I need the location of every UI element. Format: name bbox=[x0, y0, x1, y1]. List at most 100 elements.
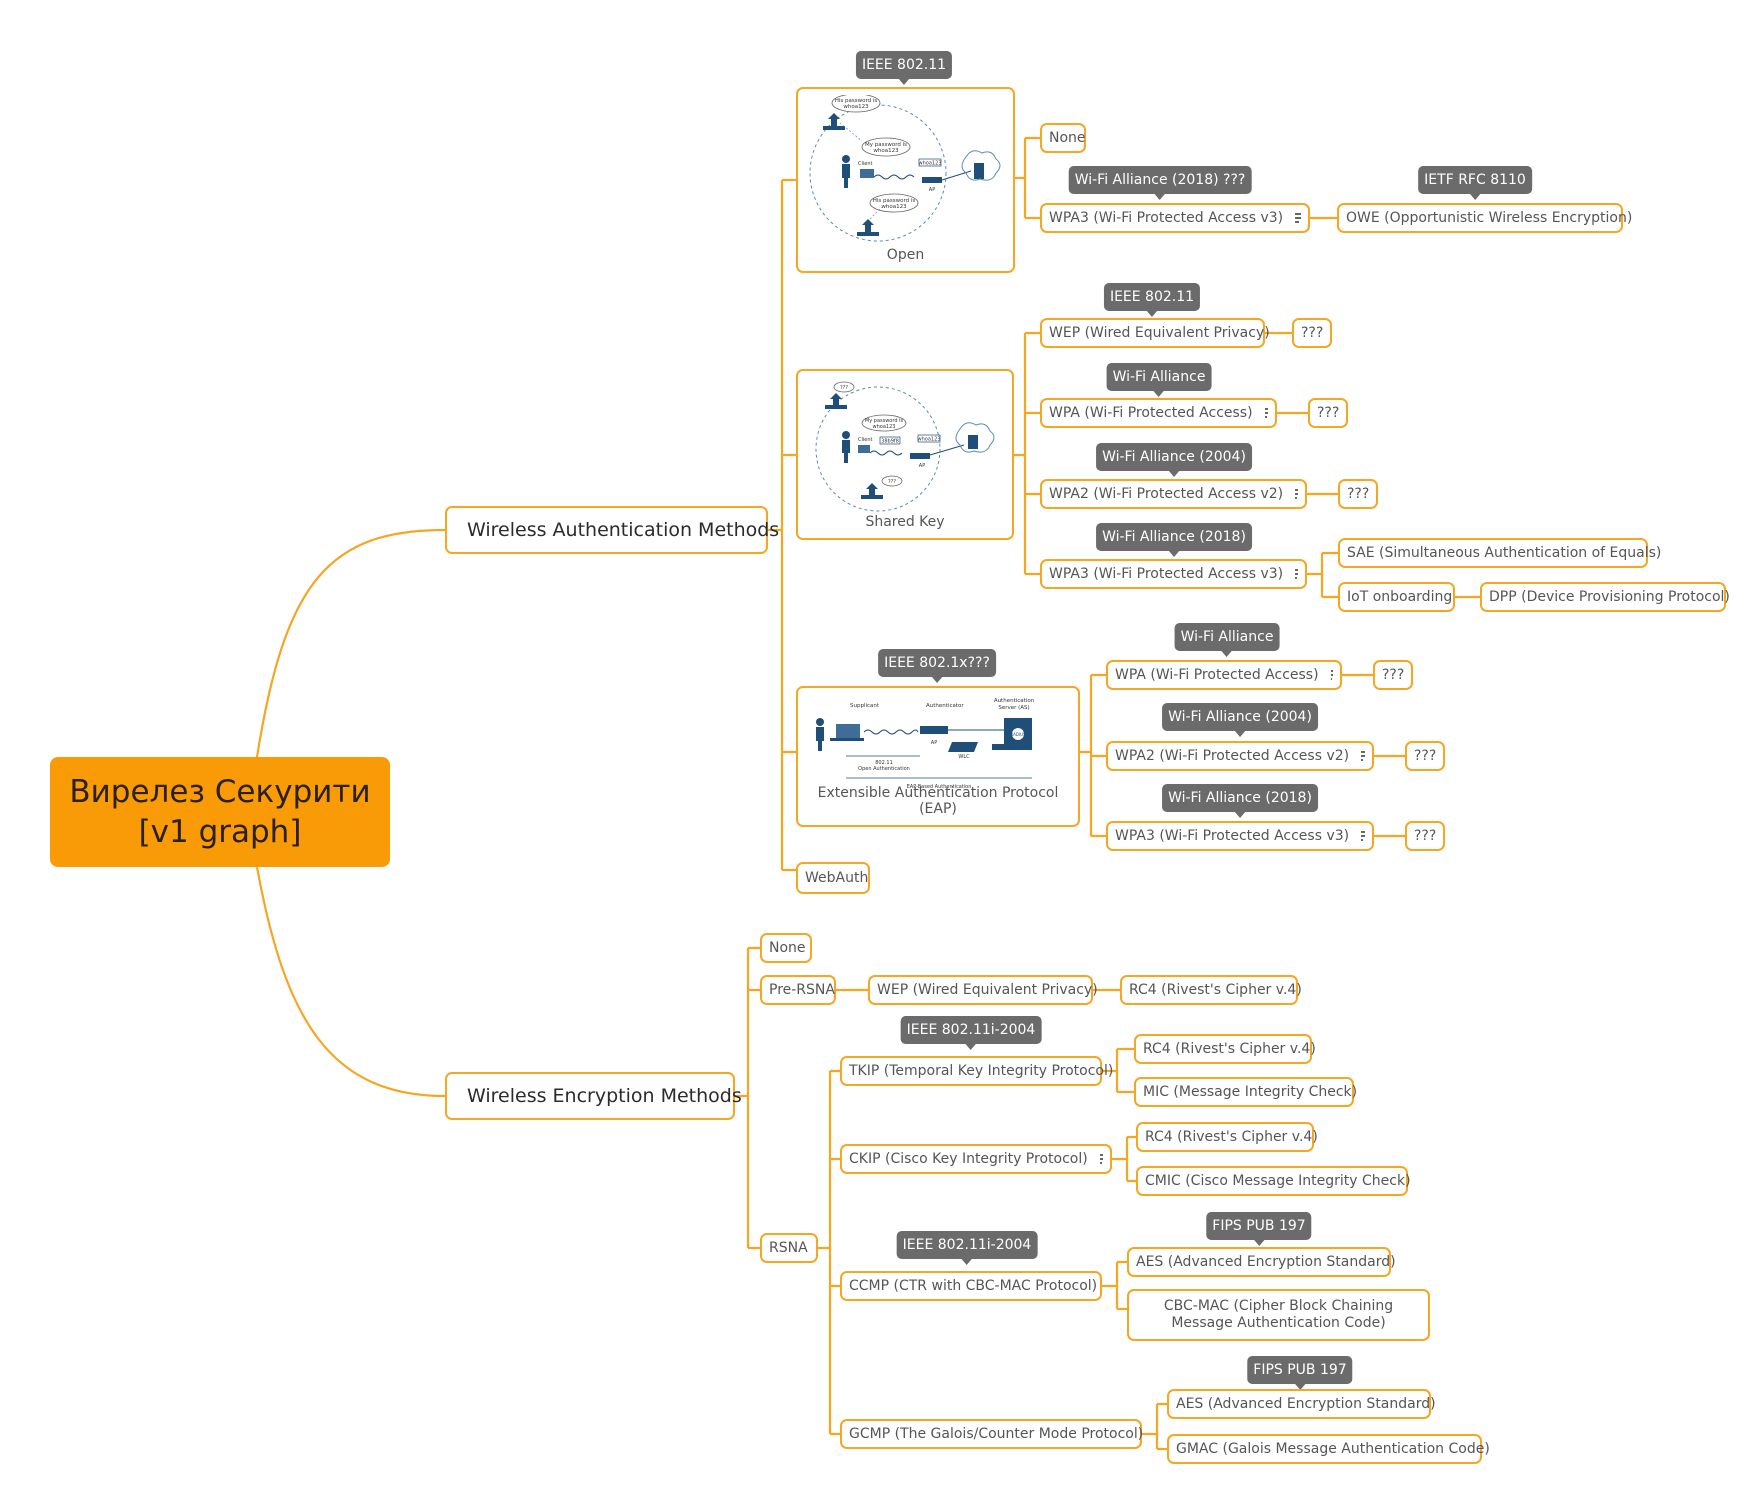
enc-ckip-cmic[interactable]: CMIC (Cisco Message Integrity Check) bbox=[1136, 1166, 1411, 1196]
tag-ccmp: IEEE 802.11i-2004 bbox=[896, 1231, 1038, 1265]
shared-wep-child[interactable]: ??? bbox=[1292, 318, 1332, 348]
node-label: IoT onboarding bbox=[1347, 588, 1453, 605]
root-subtitle: [v1 graph] bbox=[138, 814, 302, 850]
shared-caption: Shared Key bbox=[865, 514, 945, 530]
enc-gcmp-aes[interactable]: AES (Advanced Encryption Standard) bbox=[1167, 1389, 1436, 1419]
node-label: None bbox=[769, 939, 806, 956]
eap-wpa2-child[interactable]: ??? bbox=[1405, 741, 1445, 771]
branch-authentication[interactable]: Wireless Authentication Methods bbox=[445, 506, 779, 554]
open-none[interactable]: None bbox=[1040, 123, 1086, 153]
node-eap[interactable]: Supplicant Authenticator Authentication … bbox=[796, 686, 1080, 827]
node-label: ??? bbox=[1414, 827, 1437, 844]
open-owe[interactable]: OWE (Opportunistic Wireless Encryption) bbox=[1337, 203, 1632, 233]
eap-wpa[interactable]: WPA (Wi-Fi Protected Access) bbox=[1106, 660, 1342, 690]
enc-pre-rsna[interactable]: Pre-RSNA bbox=[760, 975, 836, 1005]
open-img-pw3: His password is bbox=[873, 198, 916, 204]
node-label: AES (Advanced Encryption Standard) bbox=[1136, 1253, 1396, 1270]
node-label: WPA3 (Wi-Fi Protected Access v3) bbox=[1115, 827, 1350, 844]
enc-tkip-mic[interactable]: MIC (Message Integrity Check) bbox=[1134, 1077, 1357, 1107]
node-label: Pre-RSNA bbox=[769, 981, 835, 998]
node-label: WPA (Wi-Fi Protected Access) bbox=[1115, 666, 1319, 683]
tag-shared-wpa3: Wi-Fi Alliance (2018) bbox=[1096, 523, 1252, 557]
shared-wep[interactable]: WEP (Wired Equivalent Privacy) bbox=[1040, 318, 1270, 348]
node-label: ??? bbox=[1414, 747, 1437, 764]
open-img-pw1: His password is bbox=[835, 98, 878, 104]
shared-key-illustration: ??? My password is whoa123 ??? Client 38… bbox=[815, 381, 995, 512]
tag-shared-wpa: Wi-Fi Alliance bbox=[1106, 363, 1212, 397]
shared-sae[interactable]: SAE (Simultaneous Authentication of Equa… bbox=[1338, 538, 1661, 568]
node-webauth[interactable]: WebAuth bbox=[796, 862, 870, 894]
eap-img-as: Authentication bbox=[994, 698, 1035, 704]
open-img-pw2b: whoa123 bbox=[873, 148, 899, 154]
enc-ckip[interactable]: CKIP (Cisco Key Integrity Protocol) bbox=[840, 1144, 1112, 1174]
shared-iot[interactable]: IoT onboarding bbox=[1338, 582, 1455, 612]
notes-icon[interactable] bbox=[1361, 749, 1365, 763]
notes-icon[interactable] bbox=[1361, 829, 1365, 843]
node-label: WPA3 (Wi-Fi Protected Access v3) bbox=[1049, 209, 1284, 226]
node-label: ??? bbox=[1382, 666, 1405, 683]
node-label: WPA2 (Wi-Fi Protected Access v2) bbox=[1049, 485, 1284, 502]
shared-img-q2: ??? bbox=[888, 479, 896, 485]
shared-img-pw: My password is bbox=[865, 418, 904, 424]
tag-eap: IEEE 802.1x??? bbox=[878, 649, 996, 683]
open-caption: Open bbox=[886, 247, 925, 263]
eap-wpa3[interactable]: WPA3 (Wi-Fi Protected Access v3) bbox=[1106, 821, 1374, 851]
eap-wpa-child[interactable]: ??? bbox=[1373, 660, 1413, 690]
enc-ccmp[interactable]: CCMP (CTR with CBC-MAC Protocol) bbox=[840, 1271, 1102, 1301]
enc-pre-rsna-wep[interactable]: WEP (Wired Equivalent Privacy) bbox=[868, 975, 1098, 1005]
node-label: WEP (Wired Equivalent Privacy) bbox=[1049, 324, 1270, 341]
notes-icon[interactable] bbox=[1295, 211, 1301, 225]
node-label: ??? bbox=[1317, 404, 1340, 421]
root-topic[interactable]: Вирелез Секурити [v1 graph] bbox=[50, 757, 390, 867]
notes-icon[interactable] bbox=[1099, 1152, 1103, 1166]
node-label: GCMP (The Galois/Counter Mode Protocol) bbox=[849, 1425, 1144, 1442]
node-open[interactable]: His password is whoa123 My password is w… bbox=[796, 87, 1015, 273]
shared-img-enc: 38b9f8 bbox=[881, 439, 899, 445]
shared-wpa-child[interactable]: ??? bbox=[1308, 398, 1348, 428]
shared-img-q1: ??? bbox=[840, 385, 848, 391]
node-label: WebAuth bbox=[805, 869, 869, 886]
enc-pre-rsna-rc4[interactable]: RC4 (Rivest's Cipher v.4) bbox=[1120, 975, 1302, 1005]
node-label: AES (Advanced Encryption Standard) bbox=[1176, 1395, 1436, 1412]
shared-wpa3[interactable]: WPA3 (Wi-Fi Protected Access v3) bbox=[1040, 559, 1307, 589]
node-label: GMAC (Galois Message Authentication Code… bbox=[1176, 1440, 1490, 1457]
eap-caption: Extensible Authentication Protocol (EAP) bbox=[817, 785, 1059, 817]
node-label: WPA (Wi-Fi Protected Access) bbox=[1049, 404, 1253, 421]
shared-img-pwb: whoa123 bbox=[873, 424, 896, 430]
node-label: TKIP (Temporal Key Integrity Protocol) bbox=[849, 1062, 1114, 1079]
eap-img-r2: Open Authentication bbox=[858, 766, 910, 772]
tag-ccmp-aes: FIPS PUB 197 bbox=[1206, 1212, 1312, 1246]
node-label: CCMP (CTR with CBC-MAC Protocol) bbox=[849, 1277, 1098, 1294]
eap-wpa2[interactable]: WPA2 (Wi-Fi Protected Access v2) bbox=[1106, 741, 1374, 771]
enc-tkip[interactable]: TKIP (Temporal Key Integrity Protocol) bbox=[840, 1056, 1113, 1086]
enc-gcmp[interactable]: GCMP (The Galois/Counter Mode Protocol) bbox=[840, 1419, 1144, 1449]
notes-icon[interactable] bbox=[1264, 406, 1268, 420]
node-label: RC4 (Rivest's Cipher v.4) bbox=[1129, 981, 1302, 998]
node-label: CKIP (Cisco Key Integrity Protocol) bbox=[849, 1150, 1088, 1167]
enc-rsna[interactable]: RSNA bbox=[760, 1233, 818, 1263]
enc-none[interactable]: None bbox=[760, 933, 812, 963]
shared-dpp[interactable]: DPP (Device Provisioning Protocol) bbox=[1480, 582, 1730, 612]
shared-wpa[interactable]: WPA (Wi-Fi Protected Access) bbox=[1040, 398, 1277, 428]
enc-ckip-rc4[interactable]: RC4 (Rivest's Cipher v.4) bbox=[1136, 1122, 1318, 1152]
shared-wpa2-child[interactable]: ??? bbox=[1338, 479, 1378, 509]
shared-img-ssid: whoa123 bbox=[918, 437, 941, 443]
eap-wpa3-child[interactable]: ??? bbox=[1405, 821, 1445, 851]
eap-img-as2: Server (AS) bbox=[998, 705, 1029, 711]
open-wpa3[interactable]: WPA3 (Wi-Fi Protected Access v3) bbox=[1040, 203, 1310, 233]
branch-encryption[interactable]: Wireless Encryption Methods bbox=[445, 1072, 742, 1120]
shared-wpa2[interactable]: WPA2 (Wi-Fi Protected Access v2) bbox=[1040, 479, 1307, 509]
enc-gcmp-gmac[interactable]: GMAC (Galois Message Authentication Code… bbox=[1167, 1434, 1490, 1464]
node-label: RSNA bbox=[769, 1239, 808, 1256]
enc-tkip-rc4[interactable]: RC4 (Rivest's Cipher v.4) bbox=[1134, 1034, 1316, 1064]
open-img-client: Client bbox=[858, 161, 873, 167]
node-shared-key[interactable]: ??? My password is whoa123 ??? Client 38… bbox=[796, 369, 1014, 540]
notes-icon[interactable] bbox=[1295, 487, 1298, 501]
notes-icon[interactable] bbox=[1330, 668, 1333, 682]
enc-ccmp-cbcmac[interactable]: CBC-MAC (Cipher Block Chaining Message A… bbox=[1127, 1289, 1430, 1341]
open-auth-illustration: His password is whoa123 My password is w… bbox=[809, 95, 1001, 242]
notes-icon[interactable] bbox=[1295, 567, 1298, 581]
enc-ccmp-aes[interactable]: AES (Advanced Encryption Standard) bbox=[1127, 1247, 1396, 1277]
node-label: None bbox=[1049, 129, 1086, 146]
tag-gcmp-aes: FIPS PUB 197 bbox=[1247, 1356, 1353, 1390]
